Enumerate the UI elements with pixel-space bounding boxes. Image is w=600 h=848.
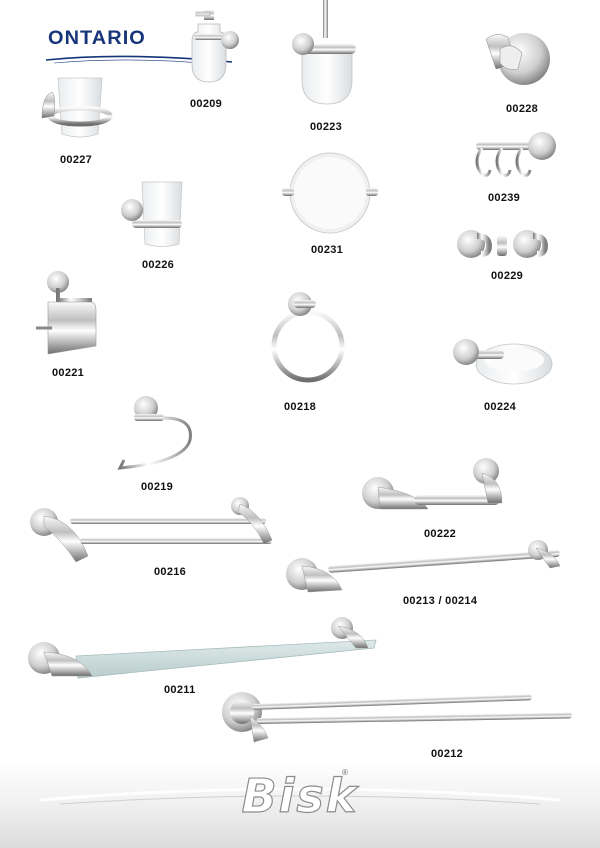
product-code: 00211 bbox=[164, 684, 196, 696]
product-image-00209 bbox=[191, 10, 239, 83]
logo-text: Bisk bbox=[242, 769, 359, 823]
product-image-00212 bbox=[222, 692, 573, 743]
product-code: 00226 bbox=[142, 259, 175, 271]
product-image-00223 bbox=[292, 0, 356, 105]
product-image-00213-00214 bbox=[286, 540, 561, 593]
product-image-00218 bbox=[271, 292, 345, 383]
product-image-00224 bbox=[453, 339, 553, 385]
product-image-00228 bbox=[485, 33, 550, 85]
collection-title: ONTARIO bbox=[48, 28, 146, 49]
product-code: 00212 bbox=[431, 748, 464, 760]
product-code: 00213 / 00214 bbox=[403, 595, 478, 607]
product-code: 00219 bbox=[141, 481, 174, 493]
product-image-00227 bbox=[41, 77, 113, 138]
registered-mark: ® bbox=[342, 768, 348, 777]
product-code: 00222 bbox=[424, 528, 457, 540]
product-code: 00218 bbox=[284, 401, 317, 413]
product-image-00229 bbox=[457, 230, 549, 258]
product-image-00216 bbox=[30, 497, 273, 563]
product-code: 00239 bbox=[488, 192, 521, 204]
product-code: 00227 bbox=[60, 154, 93, 166]
product-image-00211 bbox=[28, 617, 377, 679]
product-image-00219 bbox=[117, 396, 192, 470]
product-code: 00221 bbox=[52, 367, 85, 379]
product-image-00239 bbox=[475, 132, 556, 177]
product-image-00221 bbox=[36, 271, 97, 355]
bisk-logo: Bisk bbox=[39, 768, 561, 824]
product-image-00222 bbox=[362, 458, 503, 510]
footer-band: Bisk bbox=[0, 760, 600, 848]
product-code: 00223 bbox=[310, 121, 343, 133]
product-code: 00216 bbox=[154, 566, 187, 578]
product-code: 00209 bbox=[190, 98, 223, 110]
product-image-00226 bbox=[121, 181, 183, 247]
product-code: 00228 bbox=[506, 103, 539, 115]
product-code: 00224 bbox=[484, 401, 517, 413]
product-code: 00231 bbox=[311, 244, 344, 256]
product-code: 00229 bbox=[491, 270, 524, 282]
product-image-00231 bbox=[282, 152, 378, 234]
